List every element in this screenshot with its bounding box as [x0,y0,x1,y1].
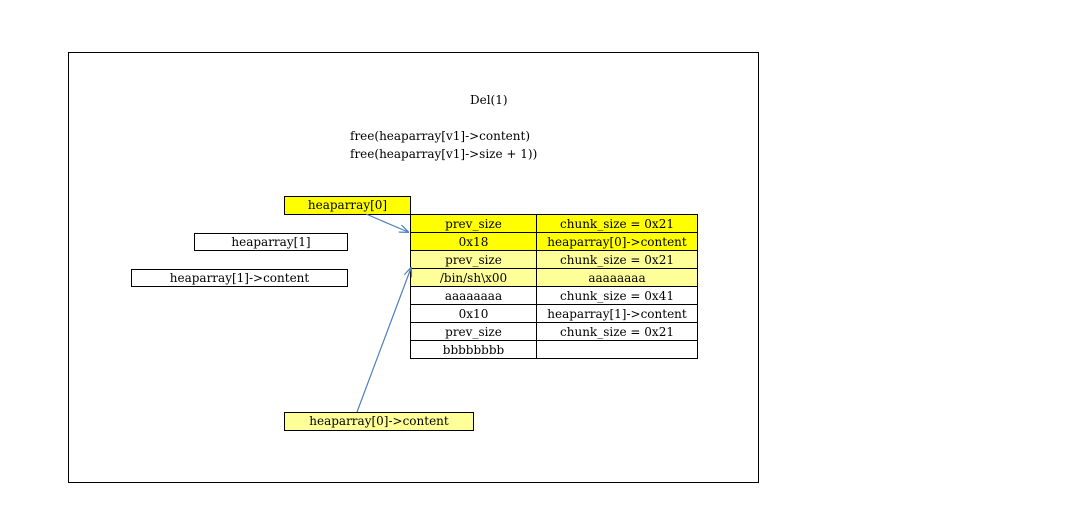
code-line-2: free(heaparray[v1]->size + 1)) [350,147,538,161]
memory-cell-right: chunk_size = 0x21 [536,322,698,341]
memory-cell-left: /bin/sh\x00 [410,268,537,287]
code-line-1: free(heaparray[v1]->content) [350,129,531,143]
memory-cell-left: prev_size [410,250,537,269]
heaparray1-content-box: heaparray[1]->content [131,269,348,287]
memory-cell-left: aaaaaaaa [410,286,537,305]
memory-cell-left: bbbbbbbb [410,340,537,359]
memory-cell-right [536,340,698,359]
memory-cell-right: chunk_size = 0x21 [536,250,698,269]
diagram-title: Del(1) [470,93,508,107]
heaparray1-box: heaparray[1] [194,233,348,251]
memory-row: bbbbbbbb [410,340,698,359]
arrow-heaparray0-to-chunk0 [365,213,408,232]
diagram-frame [68,52,759,483]
heaparray0-box: heaparray[0] [284,196,411,215]
memory-cell-right: chunk_size = 0x21 [536,214,698,233]
arrow-heaparray0-content-to-binsh [356,268,411,413]
memory-cell-right: heaparray[0]->content [536,232,698,251]
memory-cell-right: aaaaaaaa [536,268,698,287]
heaparray0-content-box: heaparray[0]->content [284,412,474,431]
memory-cell-right: heaparray[1]->content [536,304,698,323]
memory-cell-right: chunk_size = 0x41 [536,286,698,305]
memory-cell-left: prev_size [410,214,537,233]
memory-cell-left: 0x18 [410,232,537,251]
